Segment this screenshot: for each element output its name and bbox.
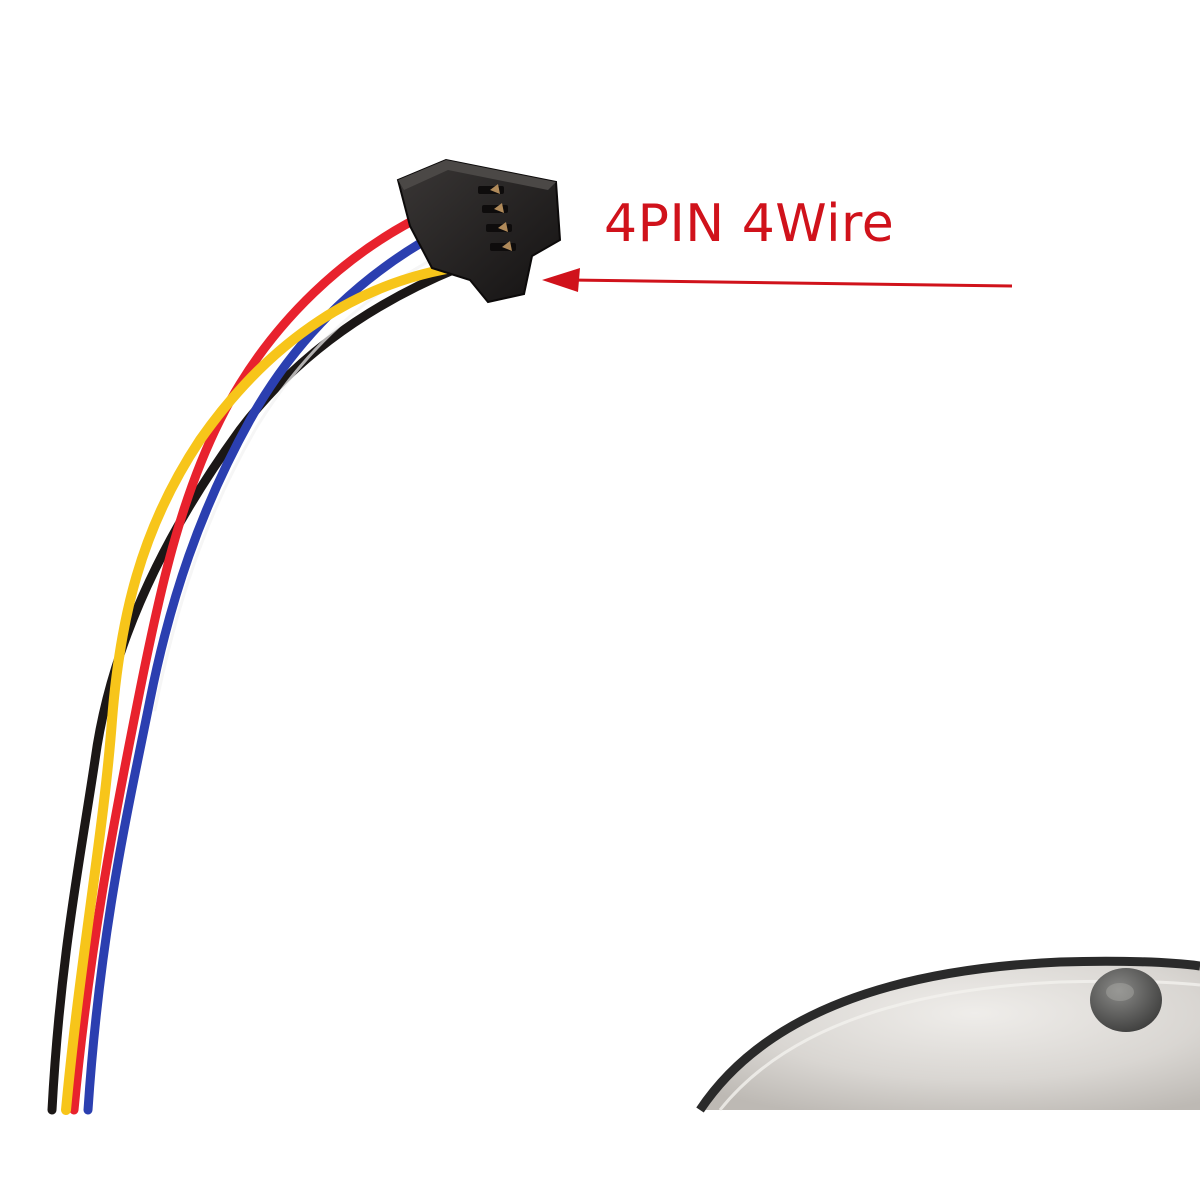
- black-wire: [47, 263, 463, 1115]
- red-wire: [69, 207, 435, 1115]
- annotation-label: 4PIN 4Wire: [604, 194, 895, 254]
- wire-bundle: [47, 207, 470, 1115]
- fan-screw: [1090, 968, 1162, 1032]
- connector-pins: [478, 184, 516, 251]
- connector: [396, 158, 562, 304]
- annotation-arrow: [542, 268, 1013, 292]
- yellow-wire: [61, 261, 470, 1115]
